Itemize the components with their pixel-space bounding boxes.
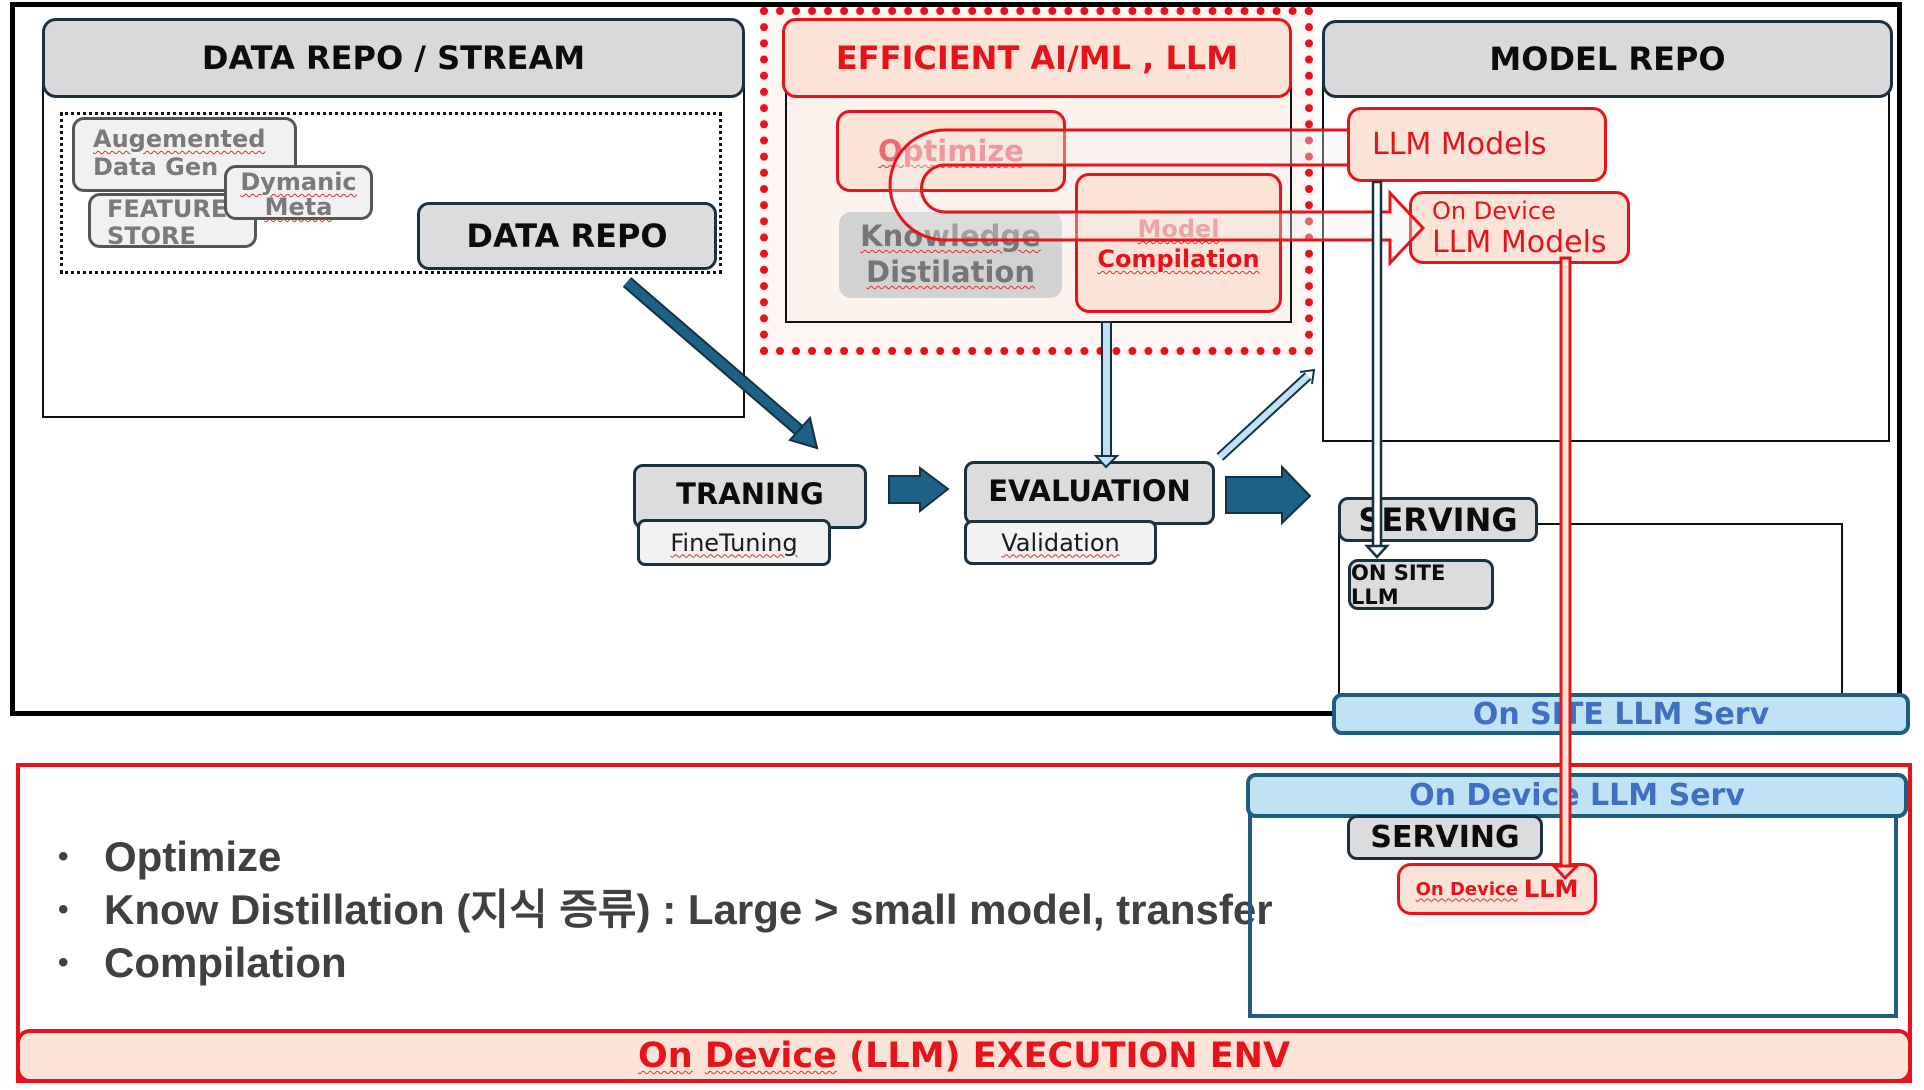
arrow-llm-models-to-on-site — [1364, 180, 1390, 559]
on-device-llm-serv-bar[interactable]: On Device LLM Serv — [1246, 773, 1908, 818]
llm-models-box[interactable]: LLM Models — [1347, 107, 1607, 182]
arrow-optimize-uturn — [888, 128, 1426, 267]
arrow-on-device-models-to-on-device-llm — [1550, 256, 1581, 881]
on-device-llm-suffix: LLM — [1523, 875, 1579, 903]
on-device-serving-box[interactable]: SERVING — [1347, 815, 1543, 860]
pipeline-frame — [10, 2, 1902, 716]
augmented-label: Augemented — [93, 125, 266, 153]
on-device-llm-models-box[interactable]: On Device LLM Models — [1409, 191, 1630, 264]
note-item: •Optimize — [58, 833, 282, 880]
note-item: •Know Distillation (지식 증류) : Large > sma… — [58, 886, 1273, 933]
on-site-serving-box[interactable]: SERVING — [1338, 497, 1538, 542]
optimize-box[interactable]: Optimize — [836, 110, 1066, 192]
llm-models-label: LLM Models — [1432, 225, 1607, 260]
model-compilation-box[interactable]: Model Compilation — [1075, 173, 1282, 313]
arrow-evaluation-to-model-repo — [1216, 368, 1316, 461]
finetuning-label: FineTuning — [670, 528, 798, 557]
arrow-datarepo-to-training — [622, 277, 819, 450]
validation-box[interactable]: Validation — [964, 520, 1157, 565]
efficient-header: EFFICIENT AI/ML , LLM — [782, 18, 1292, 98]
knowledge-distillation-box[interactable]: Knowledge Distilation — [839, 212, 1062, 298]
dynamic-meta-box[interactable]: Dymanic Meta — [224, 165, 373, 220]
feature-store-box[interactable]: FEATURE STORE — [88, 193, 257, 250]
note-item: •Compilation — [58, 939, 347, 986]
on-site-llm-box[interactable]: ON SITE LLM — [1348, 559, 1494, 610]
arrow-compilation-to-evaluation — [1093, 321, 1120, 469]
dynamic-label: Dymanic — [240, 168, 357, 196]
arrow-evaluation-to-serving — [1225, 464, 1312, 526]
finetuning-box[interactable]: FineTuning — [637, 519, 831, 566]
compilation-label: Compilation — [1097, 245, 1260, 273]
model-repo-header: MODEL REPO — [1322, 20, 1893, 98]
exec-env-device: Device — [704, 1036, 837, 1076]
distilation-label: Distilation — [866, 255, 1035, 289]
store-label: STORE — [107, 222, 196, 250]
exec-env-on: On — [637, 1036, 693, 1076]
data-gen-label: Data Gen — [93, 152, 219, 181]
feature-label: FEATURE — [107, 195, 228, 223]
on-site-llm-serv-bar[interactable]: On SITE LLM Serv — [1332, 693, 1910, 735]
knowledge-label: Knowledge — [839, 218, 1062, 254]
data-repo-stream-header: DATA REPO / STREAM — [42, 18, 745, 98]
on-device-label: On Device — [1432, 197, 1556, 225]
model-label: Model — [1078, 214, 1279, 244]
augmented-data-gen-box[interactable]: Augemented Data Gen — [72, 117, 297, 192]
on-device-llm-prefix: On Device — [1415, 878, 1518, 900]
on-device-llm-box[interactable]: On Device LLM — [1397, 863, 1597, 915]
meta-label: Meta — [264, 193, 333, 221]
arrow-training-to-evaluation — [888, 466, 950, 514]
exec-env-rest: (LLM) EXECUTION ENV — [849, 1036, 1291, 1076]
execution-env-bar[interactable]: On Device (LLM) EXECUTION ENV — [16, 1029, 1912, 1083]
data-repo-box[interactable]: DATA REPO — [417, 202, 717, 270]
data-sources-dotted-group — [60, 112, 722, 274]
validation-label: Validation — [1001, 528, 1120, 557]
notes-list: •Optimize •Know Distillation (지식 증류) : L… — [40, 830, 1273, 989]
